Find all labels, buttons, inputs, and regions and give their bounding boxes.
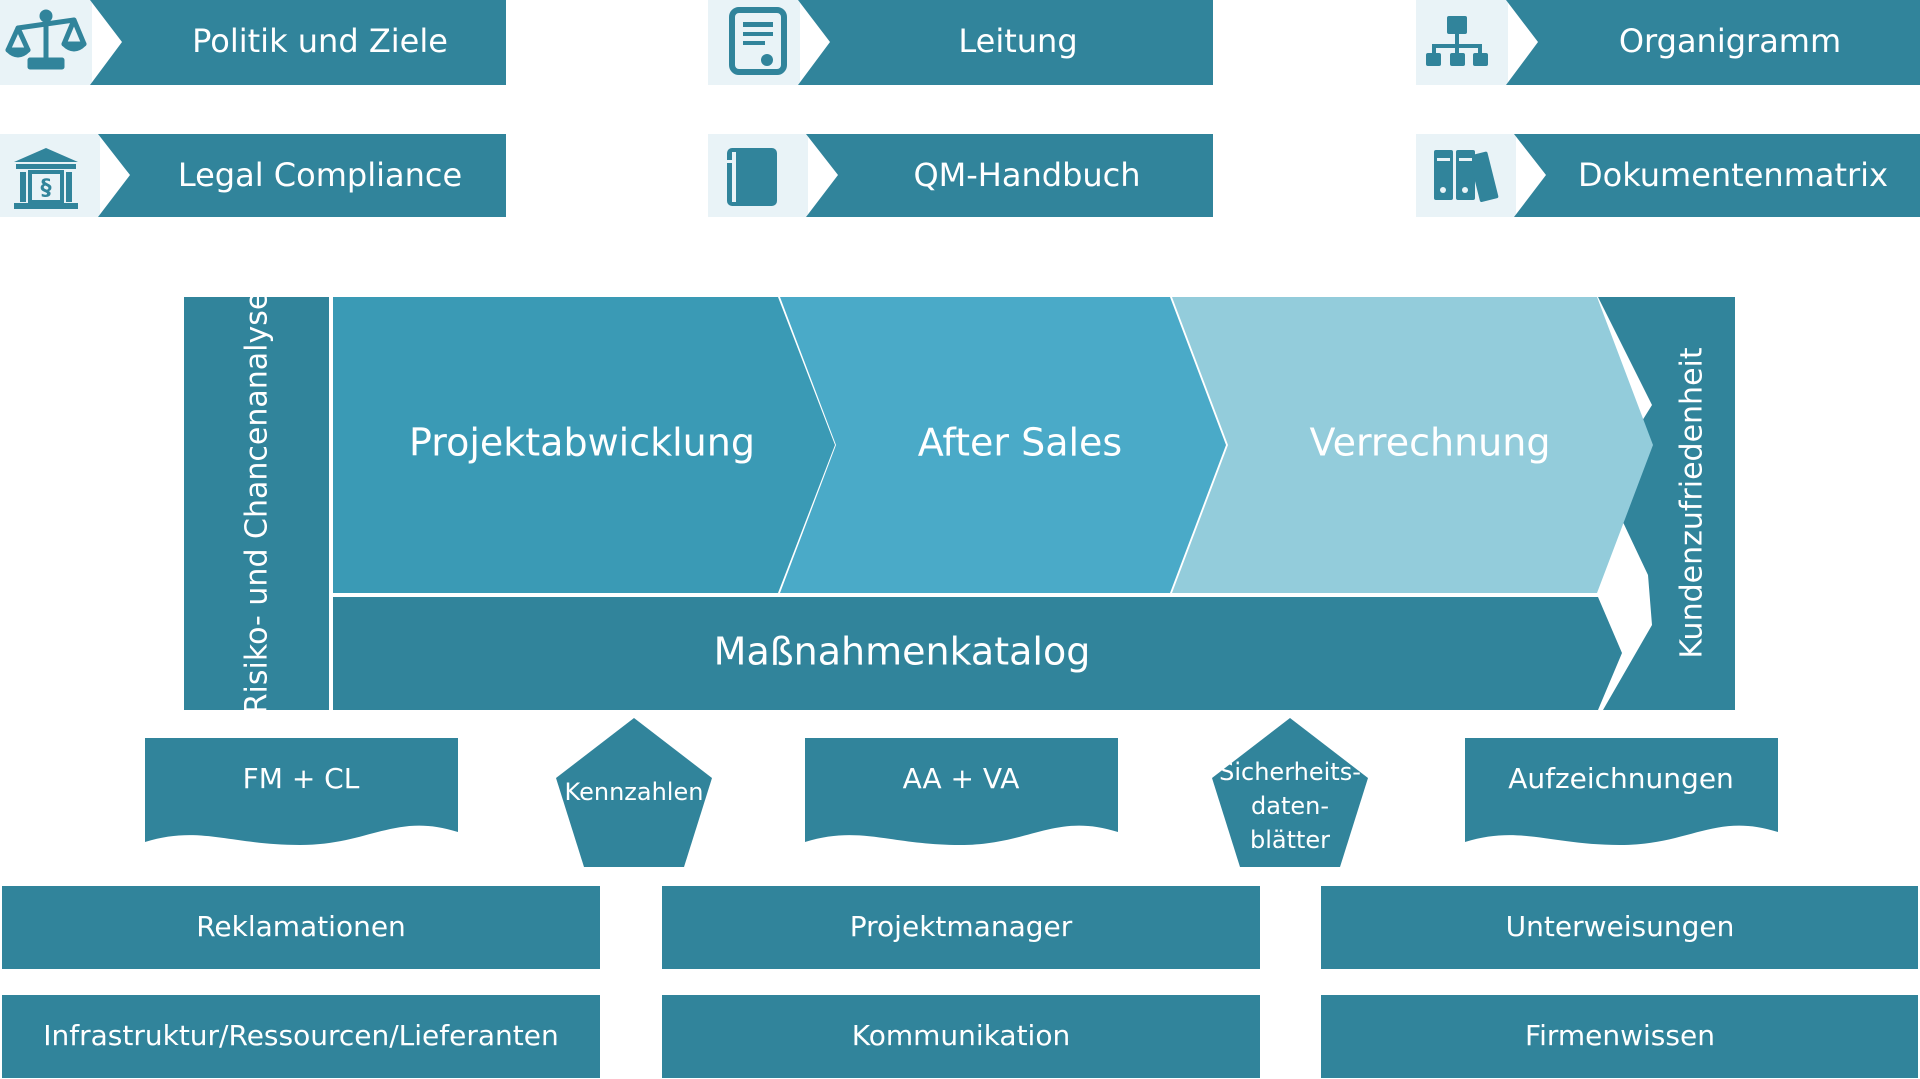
link-label: QM-Handbuch bbox=[913, 156, 1140, 194]
box-label: Kommunikation bbox=[852, 1019, 1070, 1052]
box-shape bbox=[2, 886, 600, 969]
step-shape bbox=[1172, 297, 1653, 593]
link-label: Leitung bbox=[958, 22, 1077, 60]
massnahmenkatalog-bar[interactable]: Maßnahmenkatalog bbox=[333, 597, 1622, 710]
link-arrow bbox=[806, 134, 1213, 217]
box-firmenwissen[interactable]: Firmenwissen bbox=[1321, 995, 1918, 1078]
step-label: Verrechnung bbox=[1310, 421, 1551, 465]
binders-icon bbox=[1434, 150, 1499, 202]
box-infrastruktur-ressourcen-lieferanten[interactable]: Infrastruktur/Ressourcen/Lieferanten bbox=[2, 995, 600, 1078]
link-legal-compliance[interactable]: § Legal Compliance bbox=[0, 134, 506, 217]
doc-label: AA + VA bbox=[903, 762, 1020, 795]
link-dokumentenmatrix[interactable]: Dokumentenmatrix bbox=[1416, 134, 1920, 217]
box-shape bbox=[1321, 995, 1918, 1078]
pentagon-shape bbox=[556, 718, 712, 867]
kpi-label-line: Sicherheits- bbox=[1219, 758, 1361, 786]
risk-bar-label: Risiko- und Chancenanalyse bbox=[240, 292, 275, 715]
box-label: Unterweisungen bbox=[1506, 910, 1735, 943]
box-unterweisungen[interactable]: Unterweisungen bbox=[1321, 886, 1918, 969]
satisfaction-bar-shape bbox=[1598, 297, 1735, 710]
link-arrow bbox=[1514, 134, 1920, 217]
box-kommunikation[interactable]: Kommunikation bbox=[662, 995, 1260, 1078]
box-label: Projektmanager bbox=[850, 910, 1073, 943]
link-arrow bbox=[90, 0, 506, 85]
link-label: Organigramm bbox=[1619, 22, 1841, 60]
document-shape bbox=[1465, 738, 1778, 845]
link-arrow bbox=[98, 134, 506, 217]
risk-bar-shape bbox=[184, 297, 329, 710]
link-politik-und-ziele[interactable]: Politik und Ziele bbox=[0, 0, 506, 85]
doc-fm-cl[interactable]: FM + CL bbox=[145, 738, 458, 845]
kpi-kennzahlen[interactable]: Kennzahlen bbox=[556, 718, 712, 867]
certificate-icon bbox=[729, 7, 787, 75]
scales-icon bbox=[5, 9, 87, 70]
document-shape bbox=[805, 738, 1118, 845]
box-shape bbox=[662, 995, 1260, 1078]
link-label: Legal Compliance bbox=[178, 156, 462, 194]
document-shape bbox=[145, 738, 458, 845]
kpi-label-line: blätter bbox=[1250, 826, 1330, 854]
svg-text:§: § bbox=[41, 176, 52, 201]
box-shape bbox=[2, 995, 600, 1078]
link-arrow bbox=[1506, 0, 1920, 85]
step-shape bbox=[333, 297, 835, 593]
link-organigramm[interactable]: Organigramm bbox=[1416, 0, 1920, 85]
box-label: Reklamationen bbox=[196, 910, 406, 943]
box-label: Firmenwissen bbox=[1525, 1019, 1715, 1052]
link-leitung[interactable]: Leitung bbox=[708, 0, 1213, 85]
doc-label: FM + CL bbox=[243, 762, 360, 795]
box-shape bbox=[1321, 886, 1918, 969]
doc-label: Aufzeichnungen bbox=[1508, 762, 1734, 795]
doc-aa-va[interactable]: AA + VA bbox=[805, 738, 1118, 845]
step-label: After Sales bbox=[918, 421, 1122, 465]
kpi-label-line: daten- bbox=[1251, 792, 1329, 820]
doc-aufzeichnungen[interactable]: Aufzeichnungen bbox=[1465, 738, 1778, 845]
process-step-after-sales[interactable]: After Sales bbox=[780, 297, 1226, 593]
link-qm-handbuch[interactable]: QM-Handbuch bbox=[708, 134, 1213, 217]
measures-bar-label: Maßnahmenkatalog bbox=[714, 630, 1091, 674]
courthouse-paragraph-icon: § bbox=[14, 148, 78, 209]
step-label: Projektabwicklung bbox=[409, 421, 755, 465]
process-step-projektabwicklung[interactable]: Projektabwicklung bbox=[333, 297, 835, 593]
kpi-label: Sicherheits-daten-blätter bbox=[1219, 758, 1361, 854]
satisfaction-bar-label: Kundenzufriedenheit bbox=[1675, 347, 1710, 658]
org-chart-icon bbox=[1426, 16, 1488, 66]
link-label: Politik und Ziele bbox=[192, 22, 448, 60]
book-icon bbox=[727, 148, 777, 206]
link-label: Dokumentenmatrix bbox=[1578, 156, 1888, 194]
box-projektmanager[interactable]: Projektmanager bbox=[662, 886, 1260, 969]
risk-analysis-bar[interactable]: Risiko- und Chancenanalyse bbox=[184, 292, 329, 715]
step-shape bbox=[780, 297, 1226, 593]
pentagon-shape bbox=[1212, 718, 1368, 867]
process-step-verrechnung[interactable]: Verrechnung bbox=[1172, 297, 1653, 593]
kpi-sicherheitsdatenblaetter[interactable]: Sicherheits-daten-blätter bbox=[1212, 718, 1368, 867]
icon-tile bbox=[1416, 0, 1508, 85]
kpi-label: Kennzahlen bbox=[565, 778, 704, 806]
box-shape bbox=[662, 886, 1260, 969]
box-reklamationen[interactable]: Reklamationen bbox=[2, 886, 600, 969]
customer-satisfaction-bar[interactable]: Kundenzufriedenheit bbox=[1598, 297, 1735, 710]
link-arrow bbox=[798, 0, 1213, 85]
box-label: Infrastruktur/Ressourcen/Lieferanten bbox=[43, 1019, 558, 1052]
measures-bar-shape bbox=[333, 597, 1622, 710]
